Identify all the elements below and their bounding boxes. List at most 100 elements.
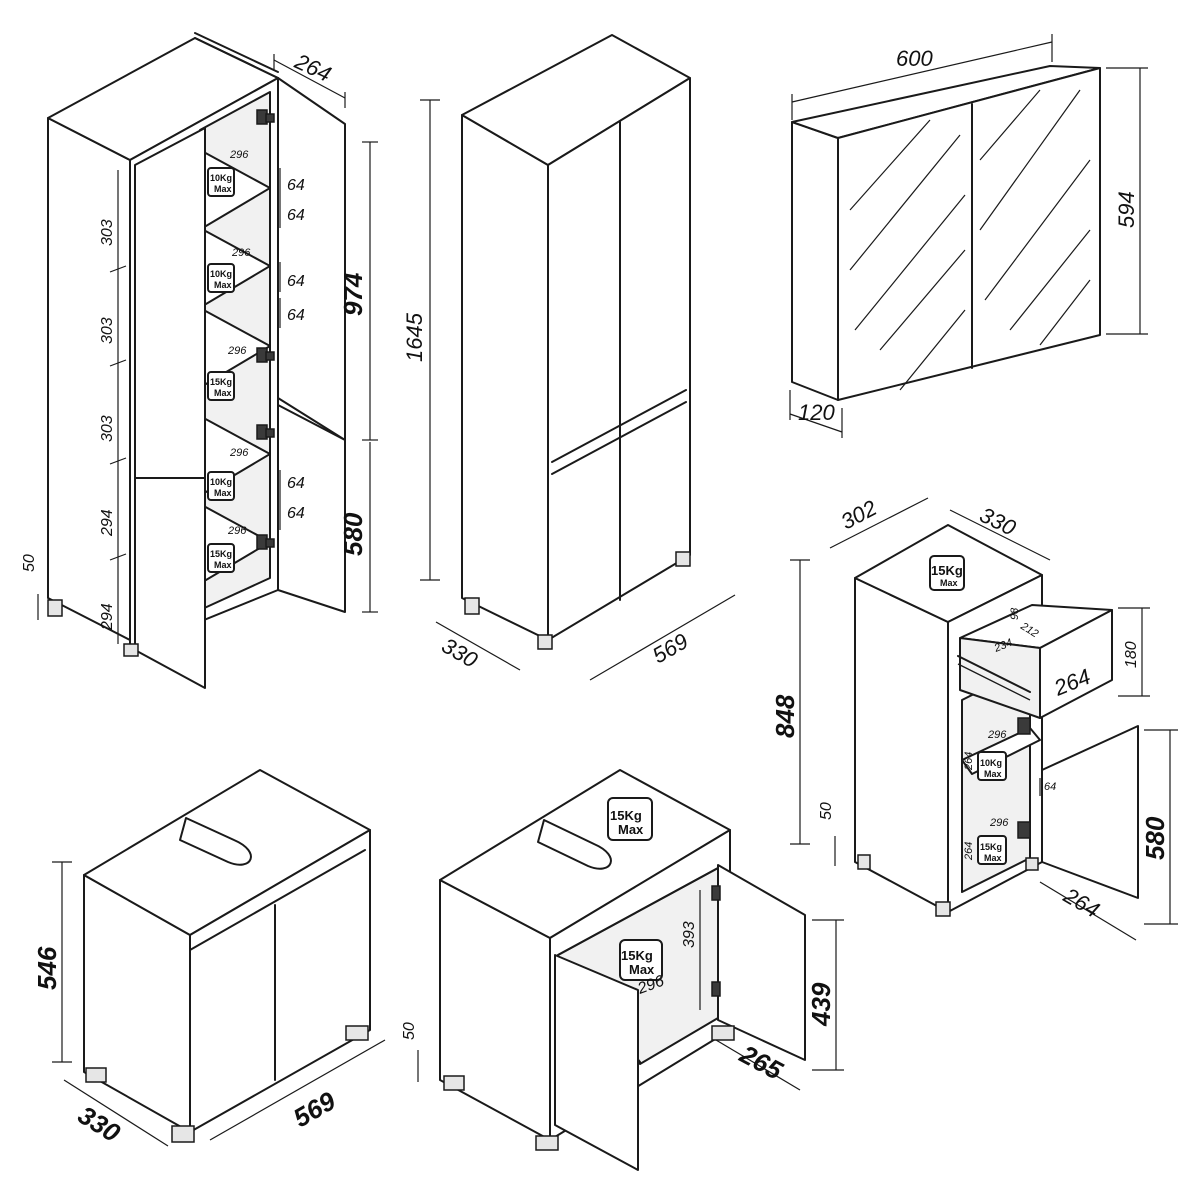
svg-text:15Kg: 15Kg xyxy=(621,948,653,963)
vanity-top-rail xyxy=(189,849,366,951)
shelf-height-label: 264 xyxy=(963,842,975,861)
lower-height-label: 580 xyxy=(338,512,368,556)
upper-height-label: 974 xyxy=(338,272,368,316)
vanity-siphon-cutout xyxy=(537,819,612,870)
width-dimension-line xyxy=(791,41,1053,103)
door-width-dimension xyxy=(715,1039,801,1091)
gap-label: 64 xyxy=(287,207,305,224)
shelf-depth-label: 296 xyxy=(987,729,1007,741)
weight-badge-icon: 15Kg Max xyxy=(607,797,653,841)
svg-text:Max: Max xyxy=(214,388,232,398)
svg-text:15Kg: 15Kg xyxy=(210,377,232,387)
depth-dimension-line xyxy=(789,413,843,433)
badge-kg-label: 10Kg xyxy=(210,173,232,183)
depth-dimension-line xyxy=(273,59,346,99)
vanity-left-door xyxy=(554,954,639,1171)
foot-icon xyxy=(711,1025,735,1041)
shelf-height-label: 264 xyxy=(963,752,975,771)
tall-open-upper-door xyxy=(277,77,346,441)
badge-max-label: Max xyxy=(214,184,232,194)
foot-icon xyxy=(535,1135,559,1151)
gap-label: 64 xyxy=(287,177,305,194)
hinge-icon xyxy=(711,981,721,997)
depth-dimension-line xyxy=(63,1079,169,1147)
foot-icon xyxy=(537,634,553,650)
svg-text:Max: Max xyxy=(214,488,232,498)
foot-icon xyxy=(857,854,871,870)
tall-cabinet-closed: 1645 330 569 xyxy=(402,34,736,681)
small-cabinet: 15Kg Max 10Kg Max 15Kg Max 302 330 848 5… xyxy=(770,495,1178,941)
vanity-right-door xyxy=(717,864,806,1061)
tall-open-left-lower-door xyxy=(134,477,206,689)
foot-icon xyxy=(443,1075,465,1091)
vanity-width-label: 569 xyxy=(288,1085,341,1133)
height-label: 1645 xyxy=(402,312,427,362)
depth-label: 330 xyxy=(438,633,483,673)
small-foot-label: 50 xyxy=(818,802,835,820)
foot-height-label: 50 xyxy=(401,1022,418,1040)
compartment-label: 303 xyxy=(99,415,116,442)
hinge-icon xyxy=(711,885,721,901)
door-width-dimension xyxy=(1039,881,1137,941)
small-width-label: 330 xyxy=(976,502,1021,541)
svg-text:10Kg: 10Kg xyxy=(210,269,232,279)
drawer-rail xyxy=(957,655,1031,693)
width-dimension-line xyxy=(209,1039,386,1141)
compartment-label: 303 xyxy=(99,317,116,344)
svg-text:Max: Max xyxy=(214,560,232,570)
shelf-depth-label: 296 xyxy=(227,525,247,537)
weight-badge-icon: 10Kg Max xyxy=(207,167,235,197)
mirror-depth-label: 120 xyxy=(798,400,835,425)
weight-badge-icon: 10Kg Max xyxy=(977,751,1007,781)
foot-icon xyxy=(123,643,139,657)
gap-label: 64 xyxy=(287,475,305,492)
svg-text:15Kg: 15Kg xyxy=(210,549,232,559)
small-cabinet-door xyxy=(1041,725,1139,899)
vanity-depth-label: 330 xyxy=(73,1100,126,1149)
svg-text:Max: Max xyxy=(984,853,1002,863)
compartment-label: 294 xyxy=(99,509,116,537)
width-dimension-line xyxy=(949,509,1051,561)
tall-open-left-upper-door xyxy=(134,127,206,479)
weight-badge-icon: 15Kg Max xyxy=(207,543,235,573)
foot-height-label: 50 xyxy=(21,554,38,572)
weight-badge-icon: 15Kg Max xyxy=(207,371,235,401)
mirror-glass-reflection xyxy=(849,89,1091,391)
shelf-depth-label: 296 xyxy=(231,247,251,259)
hinge-icon xyxy=(1017,717,1031,735)
svg-text:Max: Max xyxy=(984,769,1002,779)
shelf-depth-label: 296 xyxy=(989,817,1009,829)
vanity-height-label: 546 xyxy=(32,946,62,990)
drawer-inner-label: 98 xyxy=(1009,607,1021,620)
mirror-front xyxy=(837,67,1101,401)
tall-closed-side-panel xyxy=(461,114,549,641)
weight-badge-icon: 15Kg Max xyxy=(619,939,663,981)
weight-badge-icon: 10Kg Max xyxy=(207,263,235,293)
foot-icon xyxy=(47,599,63,617)
compartment-label: 303 xyxy=(99,219,116,246)
tall-cabinet-open: 10Kg Max 10Kg Max 15Kg Max 10Kg Max 15Kg… xyxy=(21,32,378,689)
depth-dimension-line xyxy=(829,497,929,549)
gap-label: 64 xyxy=(1044,781,1056,793)
foot-icon xyxy=(85,1067,107,1083)
svg-text:Max: Max xyxy=(940,578,958,588)
shelf-depth-label: 296 xyxy=(229,447,249,459)
weight-badge-icon: 15Kg Max xyxy=(929,555,965,591)
svg-text:10Kg: 10Kg xyxy=(210,477,232,487)
foot-icon xyxy=(935,901,951,917)
width-dimension-line xyxy=(589,594,736,681)
door-height-label: 580 xyxy=(1140,816,1170,860)
foot-icon xyxy=(1025,857,1039,871)
hinge-icon xyxy=(1017,821,1031,839)
svg-text:15Kg: 15Kg xyxy=(931,563,963,578)
shelf-depth-label: 296 xyxy=(229,149,249,161)
foot-icon xyxy=(464,597,480,615)
foot-icon xyxy=(171,1125,195,1143)
tall-open-lower-door xyxy=(277,404,346,613)
svg-text:Max: Max xyxy=(629,962,655,977)
top-depth-label: 264 xyxy=(290,48,335,87)
gap-label: 64 xyxy=(287,273,305,290)
mirror-height-label: 594 xyxy=(1114,191,1139,228)
mirror-side-panel xyxy=(791,121,839,401)
